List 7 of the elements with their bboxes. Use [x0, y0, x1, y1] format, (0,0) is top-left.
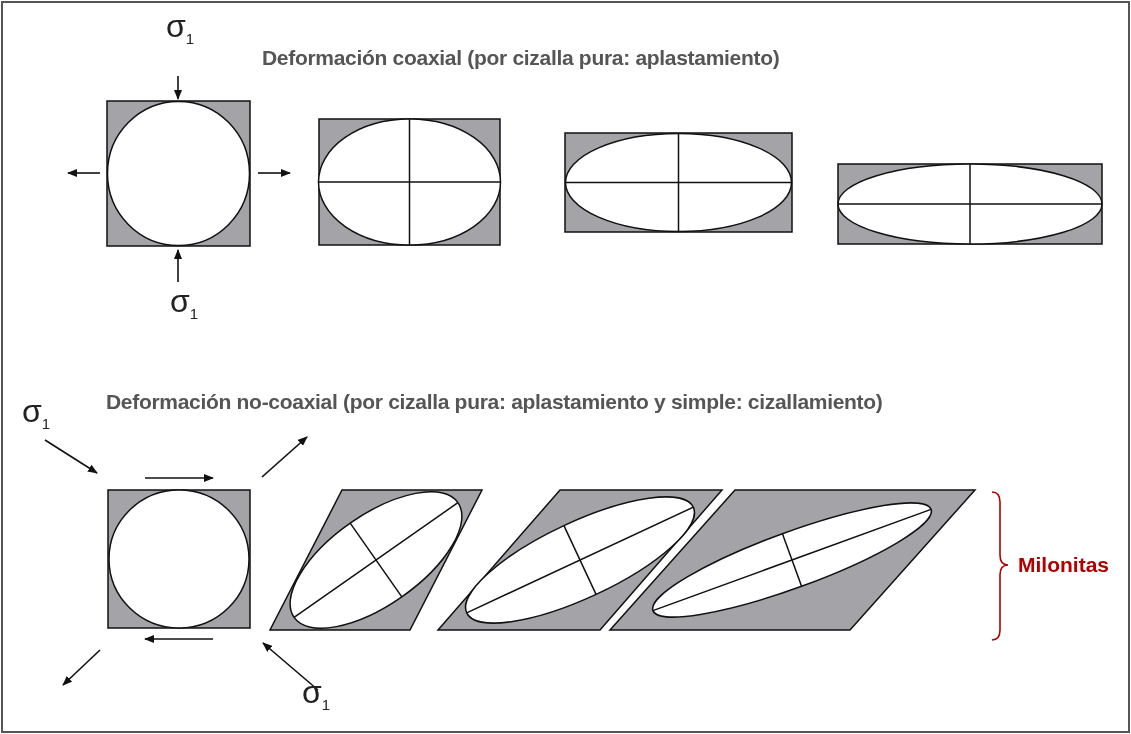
bracket-label: Milonitas — [1018, 553, 1109, 577]
stress-symbol: σ$_{1}$ — [166, 10, 195, 47]
section-heading: Deformación no-coaxial (por cizalla pura: aplastamiento y simple: cizallamiento) — [106, 390, 883, 414]
section-heading: Deformación coaxial (por cizalla pura: aplastamiento) — [262, 46, 780, 70]
stress-symbol: σ$_{1}$ — [22, 395, 51, 432]
stress-symbol: σ$_{1}$ — [170, 285, 199, 322]
stress-symbol: σ$_{1}$ — [302, 676, 331, 713]
